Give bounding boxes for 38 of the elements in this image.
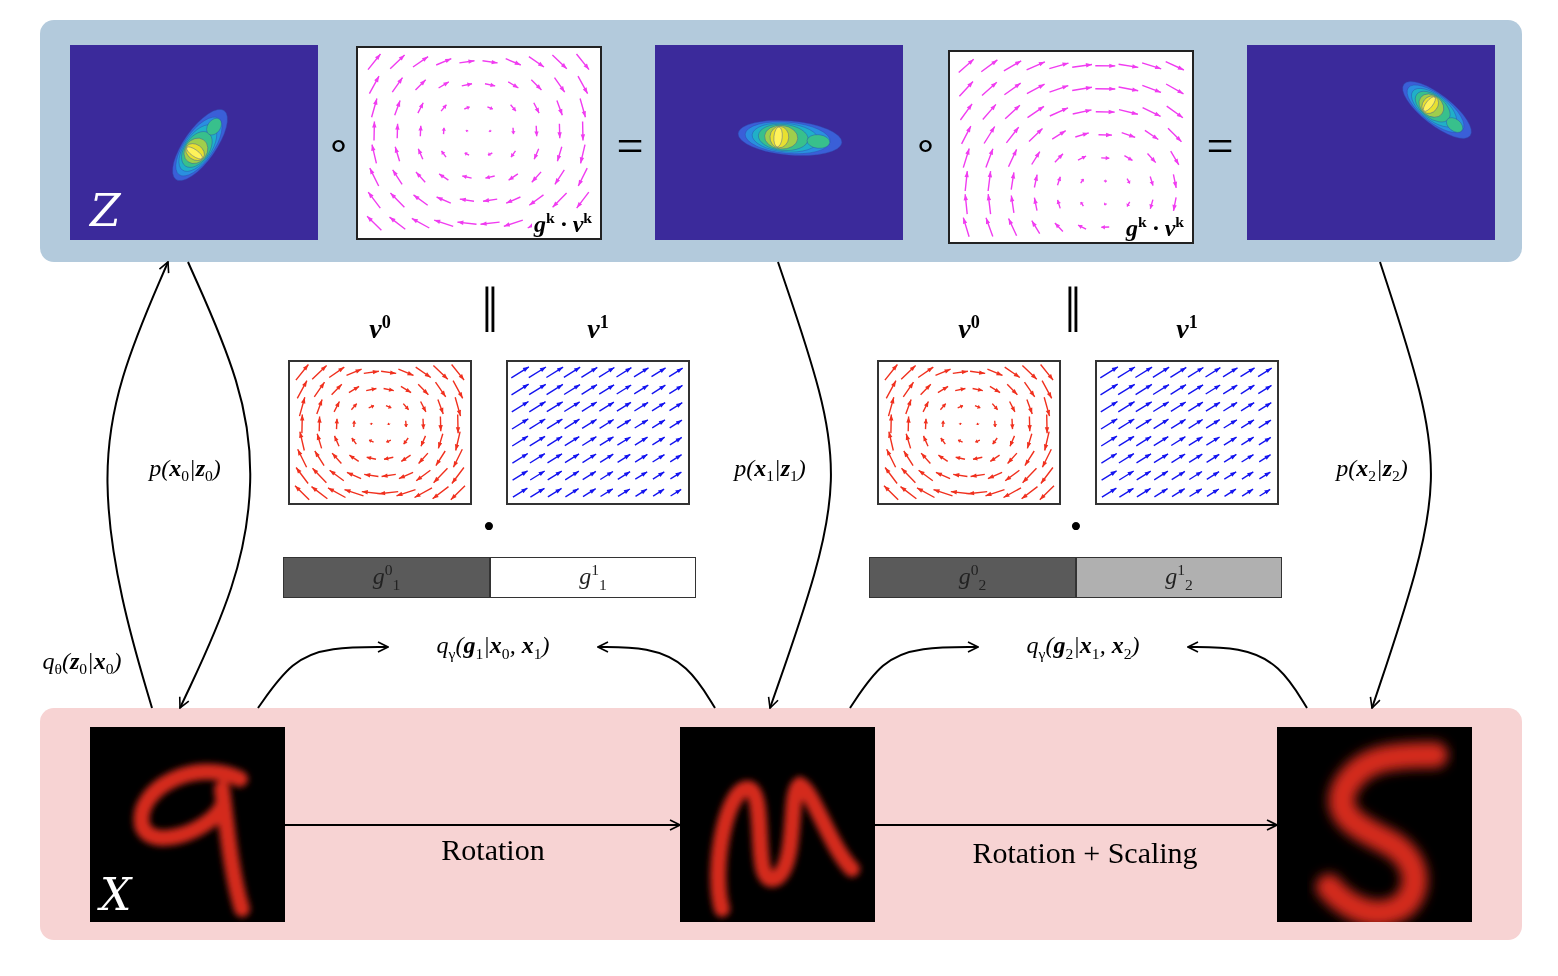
digit-image: [90, 727, 285, 922]
weight-bar-segment: [869, 557, 1076, 598]
weight-bar-segment: [490, 557, 696, 598]
arrow: [874, 819, 1278, 831]
space-symbol: Z: [90, 185, 121, 236]
weight-bar-segment: [1076, 557, 1282, 598]
arrow: [597, 641, 716, 709]
arrow: [106, 261, 170, 709]
math-label: v$^{1}$: [1175, 312, 1199, 346]
equality-bars: ‖: [1064, 277, 1082, 343]
arrow: [849, 641, 979, 709]
digit-image: [1277, 727, 1472, 922]
digit-image: [680, 727, 875, 922]
vector-field-plot: [356, 46, 602, 240]
panel-background: [40, 20, 1522, 262]
arrow: [284, 819, 681, 831]
math-label: v$^{0}$: [368, 312, 392, 346]
product-dot: •: [483, 510, 495, 544]
panel-background: [40, 708, 1522, 940]
product-dot: •: [1070, 510, 1082, 544]
math-label: q$_{γ}$(g$_{1}$|x$_{0}$, x$_{1}$): [436, 631, 550, 663]
weight-bar-segment: [283, 557, 490, 598]
math-label: v$^{1}$: [586, 312, 610, 346]
density-plot: [1247, 45, 1495, 240]
equals-sign: =: [1206, 122, 1234, 170]
math-label: v$^{0}$: [957, 312, 981, 346]
equals-sign: =: [616, 122, 644, 170]
arrow: [1369, 261, 1432, 709]
arrow: [767, 261, 832, 709]
density-plot: [70, 45, 318, 240]
arrow: [257, 641, 389, 709]
equality-bars: ‖: [481, 277, 499, 343]
composition-symbol: ∘: [912, 126, 938, 166]
math-label: q$_{γ}$(g$_{2}$|x$_{1}$, x$_{2}$): [1026, 631, 1140, 663]
arrow: [178, 261, 252, 709]
composition-symbol: ∘: [325, 126, 351, 166]
arrow: [1187, 641, 1308, 709]
density-plot: [655, 45, 903, 240]
